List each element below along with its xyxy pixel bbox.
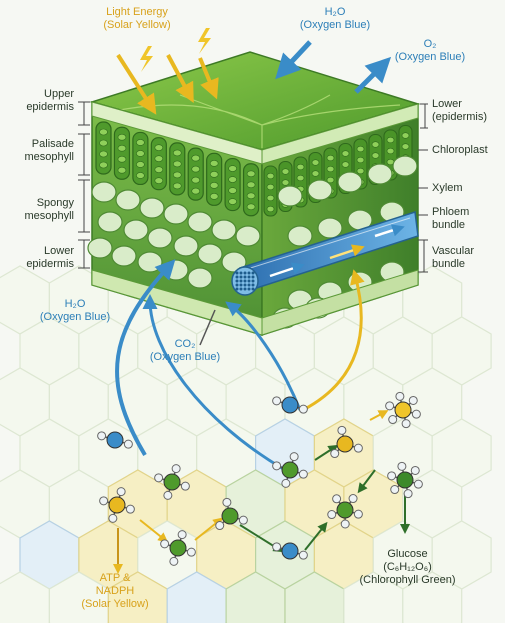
- leaf-cross-section: [88, 52, 418, 335]
- xylem-label: Xylem: [432, 182, 504, 195]
- upper-epidermis-label: Upper epidermis: [4, 88, 74, 114]
- vascular-bundle-label: Vascular bundle: [432, 245, 504, 271]
- atp-nadph-label: ATP & NADPH(Solar Yellow): [70, 572, 160, 611]
- spongy-mesophyll-label: Spongy mesophyll: [4, 197, 74, 223]
- o2-out-arrow: [356, 64, 384, 92]
- co2-label: CO₂(Oxygen Blue): [140, 338, 230, 364]
- palisade-mesophyll-label: Palisade mesophyll: [4, 138, 74, 164]
- light-energy-label: Light Energy(Solar Yellow): [92, 6, 182, 32]
- lightning-icon: [198, 28, 211, 54]
- lower-epidermis-left-label: Lower epidermis: [4, 245, 74, 271]
- lower-epidermis-right-label: Lower (epidermis): [432, 98, 504, 124]
- lightning-icon: [140, 46, 153, 72]
- chloroplast-label: Chloroplast: [432, 144, 504, 157]
- glucose-label: Glucose(C₆H₁₂O₆)(Chlorophyll Green): [350, 548, 465, 587]
- phloem-label: Phloem bundle: [432, 206, 504, 232]
- h2o-bottom-label: H₂O(Oxygen Blue): [30, 298, 120, 324]
- o2-label: O₂(Oxygen Blue): [385, 38, 475, 64]
- h2o-top-label: H₂O(Oxygen Blue): [290, 6, 380, 32]
